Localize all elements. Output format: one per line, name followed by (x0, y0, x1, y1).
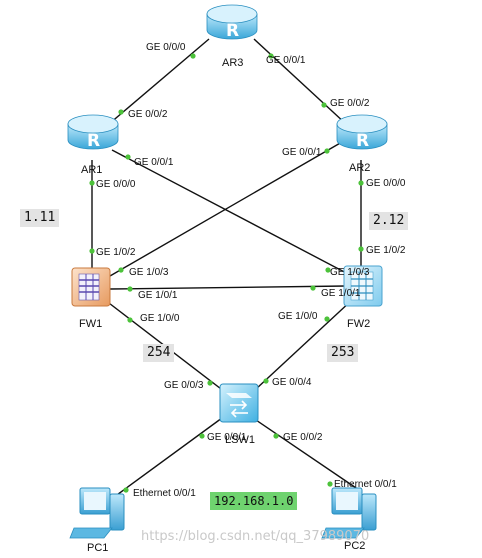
port-dot (321, 102, 327, 108)
link-lsw1-pc1 (109, 417, 223, 501)
port-dot (310, 285, 316, 291)
port-label: GE 1/0/2 (96, 247, 136, 258)
port-dot (190, 53, 196, 59)
subnet-tag: 192.168.1.0 (210, 492, 298, 510)
port-dot (358, 246, 364, 252)
port-label: GE 0/0/2 (330, 98, 370, 109)
port-dot (89, 180, 95, 186)
link-ar3-ar1 (108, 38, 210, 125)
port-dot (324, 316, 330, 322)
port-dot (324, 148, 330, 154)
router-ar2[interactable]: R (336, 114, 388, 151)
router-icon: R (226, 21, 239, 41)
firewall-fw2[interactable] (343, 265, 383, 307)
port-dot (327, 481, 333, 487)
port-label: GE 1/0/2 (366, 245, 406, 256)
port-label: GE 0/0/1 (134, 157, 174, 168)
port-label: GE 0/0/2 (283, 432, 323, 443)
port-dot (118, 109, 124, 115)
vrrp-tag-fw1: 254 (143, 344, 175, 362)
node-label-pc1: PC1 (87, 542, 108, 554)
port-label: GE 0/0/1 (266, 55, 306, 66)
switch-lsw1[interactable] (219, 383, 259, 423)
port-label: GE 0/0/0 (366, 178, 406, 189)
port-dot (268, 53, 274, 59)
port-label: GE 1/0/3 (330, 267, 370, 278)
router-ar1[interactable]: R (67, 114, 119, 151)
port-dot (358, 180, 364, 186)
node-label-ar1: AR1 (81, 164, 102, 176)
port-dot (273, 433, 279, 439)
node-label-pc2: PC2 (344, 540, 365, 552)
link-ar2-fw1 (109, 141, 343, 277)
pc-pc2[interactable] (321, 487, 377, 539)
port-dot (118, 267, 124, 273)
port-label: GE 1/0/1 (321, 288, 361, 299)
port-label: GE 1/0/1 (138, 290, 178, 301)
vrrp-tag-fw2: 253 (327, 344, 359, 362)
port-label: GE 0/0/2 (128, 109, 168, 120)
port-label: Ethernet 0/0/1 (334, 479, 397, 490)
port-dot (123, 487, 129, 493)
node-label-fw1: FW1 (79, 318, 102, 330)
port-label: GE 0/0/0 (96, 179, 136, 190)
link-lsw1-pc2 (252, 417, 363, 493)
port-dot (263, 378, 269, 384)
port-dot (125, 154, 131, 160)
port-label: Ethernet 0/0/1 (133, 488, 196, 499)
port-label: GE 1/0/0 (278, 311, 318, 322)
node-label-ar3: AR3 (222, 57, 243, 69)
address-tag-fw1: 1.11 (20, 209, 60, 227)
pc-pc1[interactable] (69, 487, 125, 539)
switch-icon (230, 400, 248, 418)
link-fw2-lsw1 (255, 299, 353, 390)
link-ar3-ar2 (253, 38, 347, 125)
port-dot (127, 317, 133, 323)
port-label: GE 0/0/3 (164, 380, 204, 391)
node-label-ar2: AR2 (349, 162, 370, 174)
router-icon: R (356, 131, 369, 151)
node-label-lsw1: LSW1 (225, 434, 255, 446)
port-label: GE 0/0/4 (272, 377, 312, 388)
port-dot (89, 248, 95, 254)
address-tag-fw2: 2.12 (369, 212, 409, 230)
port-label: GE 0/0/0 (146, 42, 186, 53)
port-label: GE 1/0/0 (140, 313, 180, 324)
link-fw1-fw2 (109, 285, 347, 290)
port-dot (207, 380, 213, 386)
router-ar3[interactable]: R (206, 4, 258, 41)
port-dot (325, 267, 331, 273)
firewall-icon (78, 273, 100, 301)
node-label-fw2: FW2 (347, 318, 370, 330)
port-label: GE 1/0/3 (129, 267, 169, 278)
router-icon: R (87, 131, 100, 151)
firewall-fw1[interactable] (71, 267, 111, 307)
watermark: https://blog.csdn.net/qq_37989070 (141, 529, 370, 544)
link-ar1-fw2 (111, 149, 353, 277)
port-dot (199, 433, 205, 439)
port-dot (127, 286, 133, 292)
port-label: GE 0/0/1 (207, 432, 247, 443)
port-label: GE 0/0/1 (282, 147, 322, 158)
